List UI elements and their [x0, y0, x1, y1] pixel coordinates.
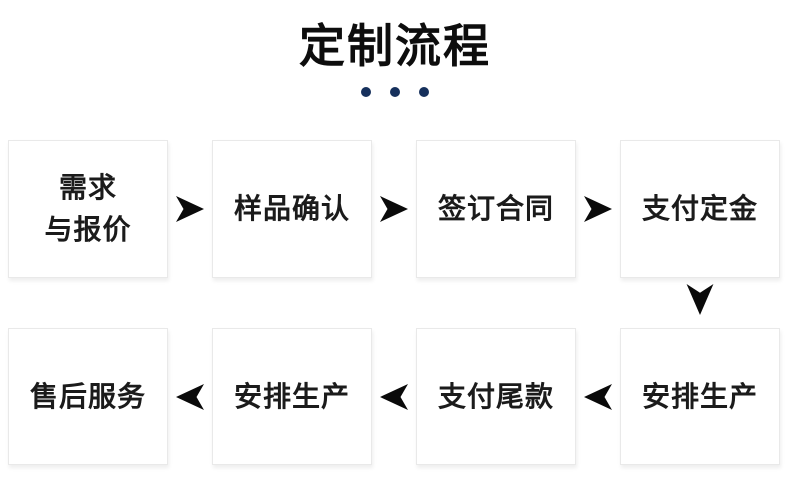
- flow-connector: [576, 328, 620, 465]
- step-box-pay-deposit: 支付定金: [620, 140, 780, 278]
- step-box-pay-balance: 支付尾款: [416, 328, 576, 465]
- ellipsis-dot-icon: [361, 87, 371, 97]
- ellipsis-dot-icon: [419, 87, 429, 97]
- step-label: 售后服务: [29, 380, 146, 412]
- arrow-left-icon: [176, 383, 204, 410]
- step-box-after-sales: 售后服务: [8, 328, 168, 465]
- page-title: 定制流程: [299, 20, 491, 72]
- step-label: 样品确认: [233, 193, 350, 224]
- step-box-sign-contract: 签订合同: [416, 140, 576, 278]
- flow-connector: [372, 140, 416, 278]
- step-label: 安排生产: [641, 380, 758, 412]
- step-box-sample-confirm: 样品确认: [212, 140, 372, 278]
- ellipsis-dot-icon: [390, 87, 400, 97]
- arrow-left-icon: [380, 383, 408, 410]
- step-box-arrange-production-2: 安排生产: [212, 328, 372, 465]
- flow-connector: [372, 328, 416, 465]
- flow-row-bottom: 售后服务 安排生产 支付尾款 安排生产: [8, 328, 780, 465]
- arrow-right-icon: [176, 196, 204, 222]
- step-label: 签订合同: [437, 193, 554, 224]
- step-box-requirements-quote: 需求 与报价: [8, 140, 168, 278]
- arrow-down-icon: [686, 284, 714, 315]
- step-label: 支付尾款: [437, 380, 554, 412]
- arrow-right-icon: [584, 196, 612, 222]
- flow-connector: [576, 140, 620, 278]
- flow-connector: [168, 140, 212, 278]
- title-divider-dots: [0, 87, 790, 97]
- flow-connector: [168, 328, 212, 465]
- arrow-left-icon: [584, 383, 612, 410]
- step-label: 支付定金: [641, 193, 758, 224]
- step-label: 与报价: [44, 214, 132, 245]
- flow-row-top: 需求 与报价 样品确认 签订合同 支付定金: [8, 140, 780, 278]
- arrow-right-icon: [380, 196, 408, 222]
- step-label: 安排生产: [233, 380, 350, 412]
- step-box-arrange-production-1: 安排生产: [620, 328, 780, 465]
- step-label: 需求: [58, 172, 117, 203]
- flow-connector-down: [686, 284, 714, 315]
